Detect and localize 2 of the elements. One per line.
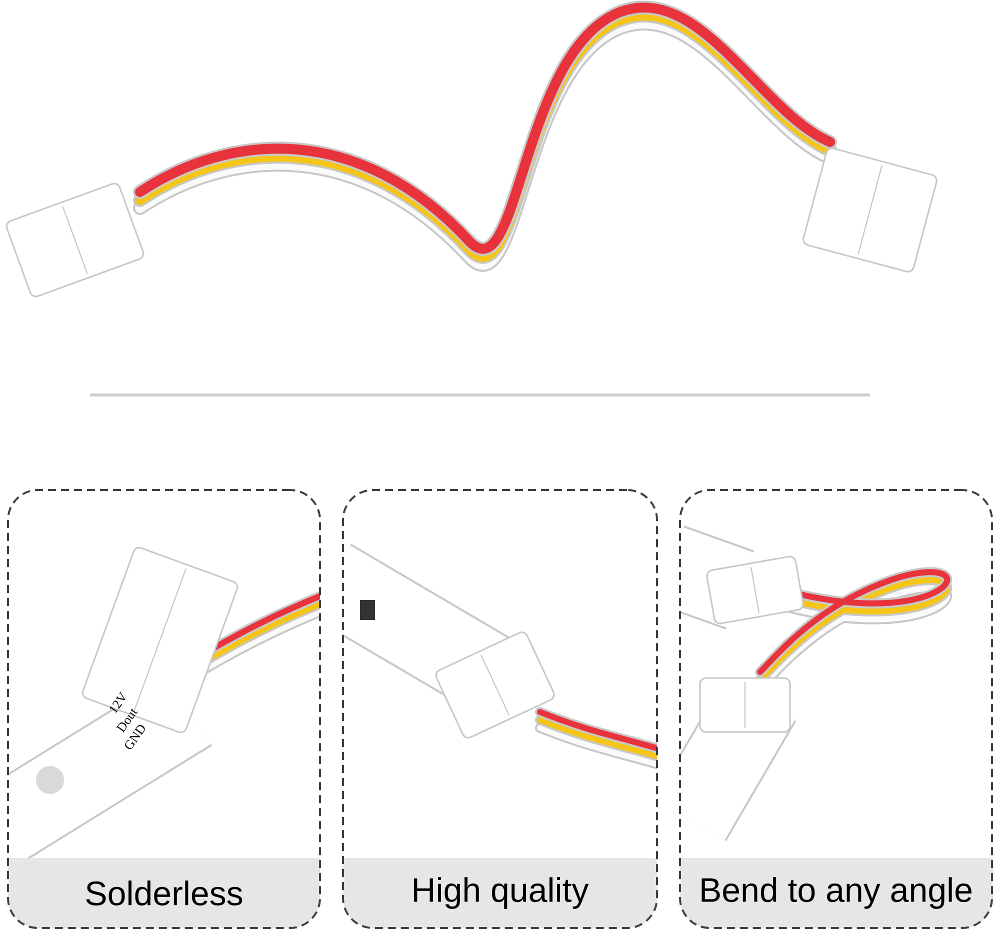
photo-panel: High quality	[342, 489, 658, 929]
photo-panel: Bend to any angle	[679, 489, 994, 929]
